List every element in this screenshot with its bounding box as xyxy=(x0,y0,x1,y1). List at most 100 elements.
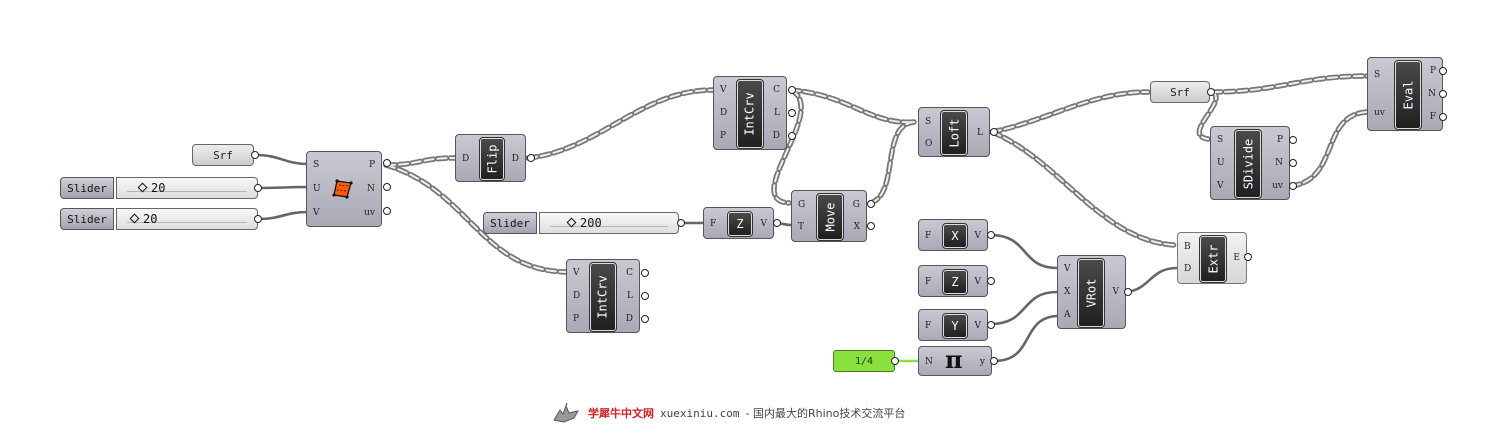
surface-port-p-grip[interactable] xyxy=(383,159,391,167)
slider-grip-icon[interactable] xyxy=(566,217,577,228)
flip-output-grip[interactable] xyxy=(527,154,535,162)
intcrv-bottom-port-d-grip[interactable] xyxy=(641,315,649,323)
flip-title: Flip xyxy=(479,137,505,181)
surface-port-uv-grip[interactable] xyxy=(383,207,391,215)
port-s: S xyxy=(313,160,320,170)
unit-z-top-output-grip[interactable] xyxy=(773,219,781,227)
surface-port-n-grip[interactable] xyxy=(383,183,391,191)
port-s: S xyxy=(925,117,932,127)
wire-unity-vrot xyxy=(988,290,1059,326)
port-p: P xyxy=(1429,66,1436,76)
vrot-output-grip[interactable] xyxy=(1124,288,1132,296)
port-s: S xyxy=(1217,135,1224,145)
value-panel[interactable]: 1/4 xyxy=(833,350,895,372)
intcrv-bottom-component[interactable]: V D P C L D IntCrv xyxy=(566,259,640,333)
wire-pi-vrot xyxy=(992,314,1059,363)
unit-x-title: X xyxy=(942,223,968,249)
solid-wires xyxy=(254,153,1179,363)
port-p: P xyxy=(720,131,727,141)
slider-v-track[interactable]: 20 xyxy=(116,208,258,230)
port-n: N xyxy=(367,184,375,194)
eval-port-p-grip[interactable] xyxy=(1439,67,1447,75)
loft-output-grip[interactable] xyxy=(990,128,998,136)
unit-z-component[interactable]: F V Z xyxy=(918,265,988,297)
unit-y-component[interactable]: F V Y xyxy=(918,309,988,341)
port-u: U xyxy=(1217,158,1225,168)
port-n: N xyxy=(925,357,933,367)
wire-srf-s xyxy=(254,153,310,166)
port-u: U xyxy=(313,184,321,194)
wire-slider-v xyxy=(256,210,310,221)
surface-param-left-output-grip[interactable] xyxy=(251,151,259,159)
sdivide-component[interactable]: S U V P N uv SDivide xyxy=(1210,126,1290,200)
surface-component[interactable]: S U V P N uv xyxy=(306,151,382,227)
pi-output-grip[interactable] xyxy=(990,357,998,365)
wire-slider-u xyxy=(256,185,310,190)
wire-loft-srf xyxy=(989,89,1151,135)
port-uv: uv xyxy=(364,208,375,218)
unit-x-output-grip[interactable] xyxy=(987,231,995,239)
port-y: y xyxy=(979,357,985,367)
slider-height-output-grip[interactable] xyxy=(677,219,685,227)
slider-u-output-grip[interactable] xyxy=(254,184,262,192)
footer-tagline: - 国内最大的Rhino技术交流平台 xyxy=(745,407,906,420)
extr-component[interactable]: B D E Extr xyxy=(1177,232,1247,284)
intcrv-bottom-port-l-grip[interactable] xyxy=(641,292,649,300)
surface-param-right-output-grip[interactable] xyxy=(1207,88,1215,96)
slider-v-value[interactable]: 20 xyxy=(129,212,157,226)
slider-height-value[interactable]: 200 xyxy=(566,216,602,230)
intcrv-top-port-c-grip[interactable] xyxy=(788,86,796,94)
slider-height[interactable]: Slider 200 xyxy=(483,212,679,234)
port-v: V xyxy=(1112,287,1120,297)
eval-title: Eval xyxy=(1394,60,1422,130)
slider-height-label: Slider xyxy=(483,212,537,234)
extr-output-grip[interactable] xyxy=(1244,253,1252,261)
port-g: G xyxy=(852,200,860,210)
sdivide-port-p-grip[interactable] xyxy=(1289,136,1297,144)
wire-unitx-vrot xyxy=(988,233,1059,270)
slider-height-track[interactable]: 200 xyxy=(539,212,679,234)
eval-port-f-grip[interactable] xyxy=(1439,113,1447,121)
unit-z-top-component[interactable]: F V Z xyxy=(703,207,774,239)
port-c: C xyxy=(773,85,780,95)
sdivide-port-uv-grip[interactable] xyxy=(1289,182,1297,190)
move-component[interactable]: G T G X Move xyxy=(791,190,867,242)
sdivide-port-n-grip[interactable] xyxy=(1289,159,1297,167)
eval-port-n-grip[interactable] xyxy=(1439,90,1447,98)
eval-component[interactable]: S uv P N F Eval xyxy=(1367,57,1443,131)
unit-x-component[interactable]: F V X xyxy=(918,219,988,251)
slider-v-output-grip[interactable] xyxy=(254,215,262,223)
surface-param-left[interactable]: Srf xyxy=(192,144,254,166)
slider-v[interactable]: Slider 20 xyxy=(60,208,258,230)
move-port-x-grip[interactable] xyxy=(867,222,875,230)
vrot-component[interactable]: V X A V VRot xyxy=(1057,255,1126,329)
intcrv-top-port-d-grip[interactable] xyxy=(788,132,796,140)
move-port-g-grip[interactable] xyxy=(867,200,875,208)
port-p: P xyxy=(368,160,375,170)
surface-param-right[interactable]: Srf xyxy=(1150,81,1210,103)
value-panel-output-grip[interactable] xyxy=(891,357,899,365)
intcrv-top-port-l-grip[interactable] xyxy=(788,109,796,117)
slider-grip-icon[interactable] xyxy=(129,213,140,224)
port-d: D xyxy=(720,108,728,118)
slider-u-value[interactable]: 20 xyxy=(137,181,165,195)
port-n: N xyxy=(1275,158,1283,168)
footer-brand: 学犀牛中文网 xyxy=(588,407,654,420)
footer-watermark: 学犀牛中文网 xuexiniu.com - 国内最大的Rhino技术交流平台 xyxy=(552,402,905,424)
port-d-out: D xyxy=(511,154,519,164)
port-e: E xyxy=(1233,253,1240,263)
port-v: V xyxy=(313,208,320,218)
port-f: F xyxy=(925,321,932,331)
flip-component[interactable]: D D Flip xyxy=(455,134,526,182)
unit-z-output-grip[interactable] xyxy=(987,277,995,285)
unit-y-output-grip[interactable] xyxy=(987,321,995,329)
slider-u-track[interactable]: 20 xyxy=(116,177,258,199)
port-o: O xyxy=(925,139,933,149)
pi-component[interactable]: N y π xyxy=(918,345,992,376)
slider-u[interactable]: Slider 20 xyxy=(60,177,258,199)
intcrv-bottom-port-c-grip[interactable] xyxy=(641,269,649,277)
intcrv-top-component[interactable]: V D P C L D IntCrv xyxy=(713,76,787,150)
loft-component[interactable]: S O L Loft xyxy=(918,107,990,157)
slider-grip-icon[interactable] xyxy=(137,182,148,193)
port-v: V xyxy=(573,268,580,278)
